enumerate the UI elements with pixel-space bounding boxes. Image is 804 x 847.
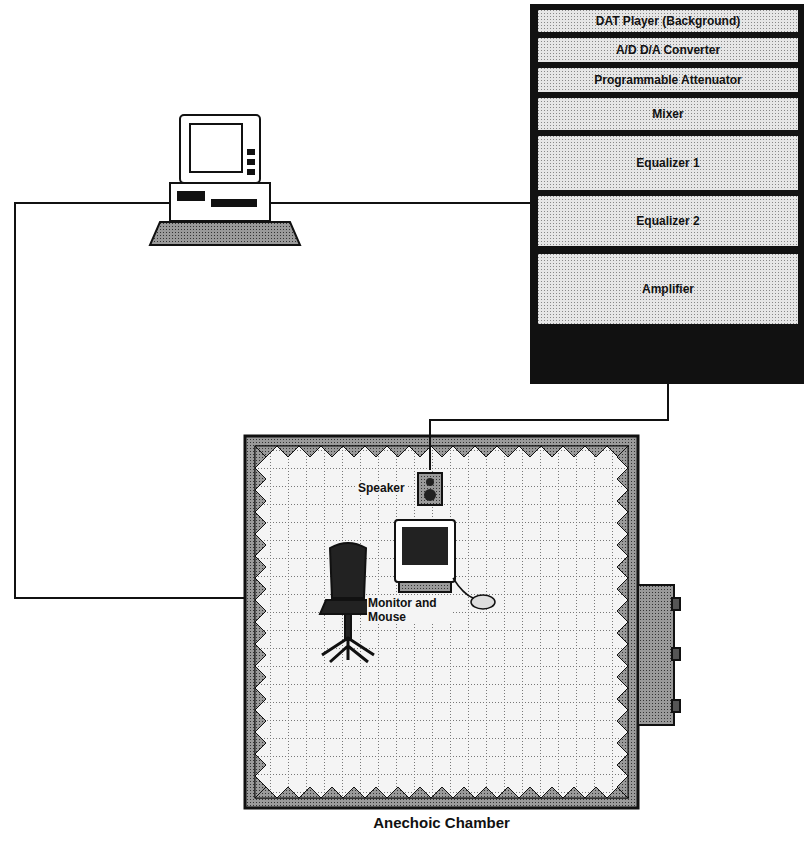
band-label: Equalizer 1: [636, 156, 699, 170]
acoustic-wedge: [255, 776, 266, 798]
acoustic-wedge: [431, 446, 453, 457]
acoustic-wedge: [497, 446, 519, 457]
acoustic-wedge: [255, 556, 266, 578]
signal-wire: [430, 324, 668, 470]
acoustic-wedge: [299, 787, 321, 798]
rack-band: Mixer: [538, 98, 798, 130]
acoustic-wedge: [563, 787, 585, 798]
acoustic-wedge: [321, 787, 343, 798]
acoustic-wedge: [541, 446, 563, 457]
acoustic-wedge: [617, 490, 628, 512]
band-label: A/D D/A Converter: [616, 43, 720, 57]
acoustic-wedge: [519, 787, 541, 798]
acoustic-wedge: [277, 446, 299, 457]
acoustic-wedge: [409, 787, 431, 798]
acoustic-wedge: [255, 490, 266, 512]
acoustic-wedge: [387, 446, 409, 457]
acoustic-wedge: [617, 644, 628, 666]
acoustic-wedge: [321, 446, 343, 457]
band-label: Programmable Attenuator: [594, 73, 742, 87]
acoustic-wedge: [255, 534, 266, 556]
acoustic-wedge: [617, 754, 628, 776]
acoustic-wedge: [343, 787, 365, 798]
rack-band: A/D D/A Converter: [538, 38, 798, 62]
acoustic-wedge: [255, 446, 266, 468]
acoustic-wedge: [617, 710, 628, 732]
acoustic-wedge: [255, 754, 266, 776]
acoustic-wedge: [617, 556, 628, 578]
acoustic-wedge: [617, 600, 628, 622]
acoustic-wedge: [255, 578, 266, 600]
acoustic-wedge: [519, 446, 541, 457]
node-label: Anechoic Chamber: [245, 814, 638, 832]
acoustic-wedge: [617, 534, 628, 556]
acoustic-wedge: [255, 732, 266, 754]
rack-band: Equalizer 1: [538, 136, 798, 190]
speaker: Speaker: [355, 470, 447, 508]
acoustic-wedge: [255, 644, 266, 666]
acoustic-wedge: [617, 446, 628, 468]
anechoic-chamber: Anechoic ChamberSpeakerMonitor and Mouse: [245, 436, 638, 808]
acoustic-wedge: [365, 446, 387, 457]
acoustic-wedge: [617, 776, 628, 798]
acoustic-wedge: [617, 622, 628, 644]
acoustic-wedge: [563, 446, 585, 457]
rack-band: Amplifier: [538, 254, 798, 324]
acoustic-wedge: [585, 446, 607, 457]
speaker-icon: [417, 472, 443, 506]
acoustic-wedge: [255, 688, 266, 710]
node-label: Monitor and Mouse: [367, 596, 451, 624]
computer: [150, 115, 300, 245]
rack-band: Programmable Attenuator: [538, 68, 798, 92]
node-label: Speaker: [357, 481, 406, 495]
acoustic-wedge: [255, 600, 266, 622]
monitor-and-mouse: Monitor and Mouse: [365, 518, 505, 636]
acoustic-wedge: [585, 787, 607, 798]
band-label: Mixer: [652, 107, 683, 121]
acoustic-wedge: [255, 710, 266, 732]
acoustic-wedge: [453, 787, 475, 798]
acoustic-wedge: [617, 732, 628, 754]
band-label: DAT Player (Background): [596, 14, 740, 28]
acoustic-wedge: [277, 787, 299, 798]
acoustic-wedge: [431, 787, 453, 798]
acoustic-wedge: [453, 446, 475, 457]
chamber-body: [245, 436, 680, 808]
acoustic-wedge: [255, 512, 266, 534]
acoustic-wedge: [255, 468, 266, 490]
acoustic-wedge: [475, 787, 497, 798]
acoustic-wedge: [617, 512, 628, 534]
acoustic-wedge: [541, 787, 563, 798]
acoustic-wedge: [255, 622, 266, 644]
acoustic-wedge: [365, 787, 387, 798]
acoustic-wedge: [497, 787, 519, 798]
chamber-door: [638, 585, 680, 725]
acoustic-wedge: [617, 666, 628, 688]
acoustic-wedge: [255, 666, 266, 688]
acoustic-wedge: [387, 787, 409, 798]
acoustic-wedge: [409, 446, 431, 457]
rack-band: DAT Player (Background): [538, 10, 798, 32]
band-label: Amplifier: [642, 282, 694, 296]
band-label: Equalizer 2: [636, 214, 699, 228]
acoustic-wedge: [617, 578, 628, 600]
rack-band: Equalizer 2: [538, 196, 798, 246]
acoustic-wedge: [343, 446, 365, 457]
acoustic-wedge: [299, 446, 321, 457]
acoustic-wedge: [617, 468, 628, 490]
acoustic-wedge: [617, 688, 628, 710]
acoustic-wedge: [475, 446, 497, 457]
